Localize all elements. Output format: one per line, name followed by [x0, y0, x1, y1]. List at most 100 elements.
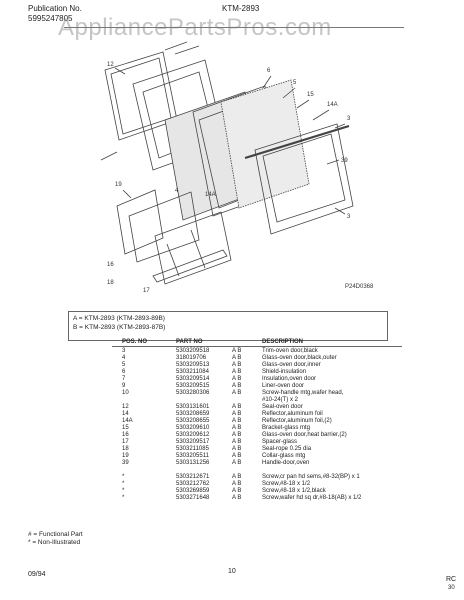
description-cell: Reflector,aluminum foil: [262, 411, 323, 417]
description-cell: Screw,#8-18 x 1/2,black: [262, 488, 326, 494]
part-no-cell: 5303131601: [176, 404, 210, 410]
description-cell: Shield-insulation: [262, 369, 307, 375]
models-cell: A B: [232, 362, 242, 368]
pos-no-cell: [122, 467, 176, 474]
footer-page: 10: [228, 568, 236, 575]
models-cell: A B: [232, 425, 242, 431]
description-cell: Screw,#8-18 x 1/2: [262, 481, 311, 487]
models-cell: A B: [232, 460, 242, 466]
models-cell: A B: [232, 390, 242, 396]
header-divider: [64, 27, 404, 28]
figure-code: P24D0368: [345, 284, 374, 290]
table-row: [122, 467, 422, 474]
description-cell: Glass-oven door,heat barrier,(2): [262, 432, 347, 438]
callout: 18: [107, 280, 114, 286]
table-header-rule: [112, 346, 402, 347]
exploded-diagram: 12 6 5 15 14A 3 4 39 19 14A 16 18 17 3 P…: [100, 41, 374, 294]
callout: 5: [293, 80, 297, 86]
col-description: DESCRIPTION: [262, 339, 304, 345]
description-cell: [262, 467, 422, 474]
description-cell: Seal-oven door: [262, 404, 303, 410]
models-cell: A B: [232, 446, 242, 452]
pos-no-cell: 10: [122, 390, 129, 396]
part-spacer: [152, 249, 228, 283]
footnote-legend: # = Functional Part * = Non-Illustrated: [28, 531, 83, 547]
models-cell: A B: [232, 383, 242, 389]
callout: 16: [107, 262, 114, 268]
pos-no-cell: 12: [122, 404, 129, 410]
table-row: * 5303212762 A B Screw,#8-18 x 1/2: [122, 481, 422, 488]
pos-no-cell: *: [122, 481, 125, 487]
part-no-cell: 5303211085: [176, 446, 209, 452]
description-cell: Trim-oven door,black: [262, 348, 318, 354]
description-cell: #10-24(T) x 2: [262, 397, 299, 403]
part-no-cell: 5303280306: [176, 390, 210, 396]
table-row: 3 5303209518 A B Trim-oven door,black: [122, 348, 422, 355]
description-cell: Handle-door,oven: [262, 460, 310, 466]
table-row: 10 5303280306 A B Screw-handle mtg,wafer he…: [122, 390, 422, 397]
part-reflector: [220, 79, 310, 209]
pos-no-cell: *: [122, 495, 125, 501]
part-no-cell: 5303209518: [176, 348, 210, 354]
table-row: #10-24(T) x 2: [122, 397, 422, 404]
model-number: KTM-2893: [222, 4, 260, 13]
description-cell: Reflector,aluminum foil,(2): [262, 418, 332, 424]
callout: 3: [347, 116, 351, 122]
models-cell: A B: [232, 369, 242, 375]
description-cell: Glass-oven door,inner: [262, 362, 321, 368]
models-cell: A B: [232, 376, 242, 382]
models-cell: A B: [232, 481, 242, 487]
part-no-cell: 5303212762: [176, 481, 210, 487]
pos-no-cell: 5: [122, 362, 126, 368]
models-cell: A B: [232, 453, 242, 459]
col-part-no: PART NO: [176, 339, 203, 345]
models-cell: [232, 467, 262, 474]
part-no-cell: 5303209514: [176, 376, 210, 382]
watermark: AppliancePartsPros.com: [58, 14, 332, 41]
part-no-cell: 5303208659: [176, 411, 210, 417]
description-cell: Screw-handle mtg,wafer head,: [262, 390, 344, 396]
description-cell: Collar-glass mtg: [262, 453, 306, 459]
models-cell: A B: [232, 355, 242, 361]
description-cell: Insulation,oven door: [262, 376, 317, 382]
models-cell: A B: [232, 432, 242, 438]
description-cell: Screw,cr pan hd sems,#8-32(BP) x 1: [262, 474, 360, 480]
model-row-b: B = KTM-2893 (KTM-2893-87B): [73, 324, 166, 331]
table-row: 15 5303209610 A B Bracket-glass mtg: [122, 425, 422, 432]
legend-functional: # = Functional Part: [28, 531, 83, 538]
models-cell: A B: [232, 404, 242, 410]
model-row-a: A = KTM-2893 (KTM-2893-89B): [73, 315, 165, 322]
callout: 15: [307, 92, 314, 98]
pos-no-cell: 14: [122, 411, 129, 417]
description-cell: Bracket-glass mtg: [262, 425, 311, 431]
pos-no-cell: 15: [122, 425, 129, 431]
footer-code: RC: [446, 576, 457, 583]
callout: 4: [175, 188, 179, 194]
footer-code-2: 30: [448, 585, 455, 591]
publication-label: Publication No.: [28, 4, 82, 13]
pos-no-cell: *: [122, 474, 125, 480]
callout: 14A: [327, 102, 338, 108]
pos-no-cell: 4: [122, 355, 126, 361]
callout: 6: [267, 68, 271, 74]
part-no-cell: 5303209610: [176, 425, 210, 431]
pos-no-cell: 19: [122, 453, 129, 459]
models-cell: A B: [232, 348, 242, 354]
part-no-cell: 5303205511: [176, 453, 209, 459]
description-cell: Seal-rope 0.25 dia: [262, 446, 312, 452]
part-no-cell: 5303211084: [176, 369, 209, 375]
part-no-cell: 5303209513: [176, 362, 210, 368]
models-cell: [232, 397, 262, 404]
pos-no-cell: 14A: [122, 418, 133, 424]
callout: 3: [347, 214, 351, 220]
pos-no-cell: 3: [122, 348, 126, 354]
pos-no-cell: *: [122, 488, 125, 494]
